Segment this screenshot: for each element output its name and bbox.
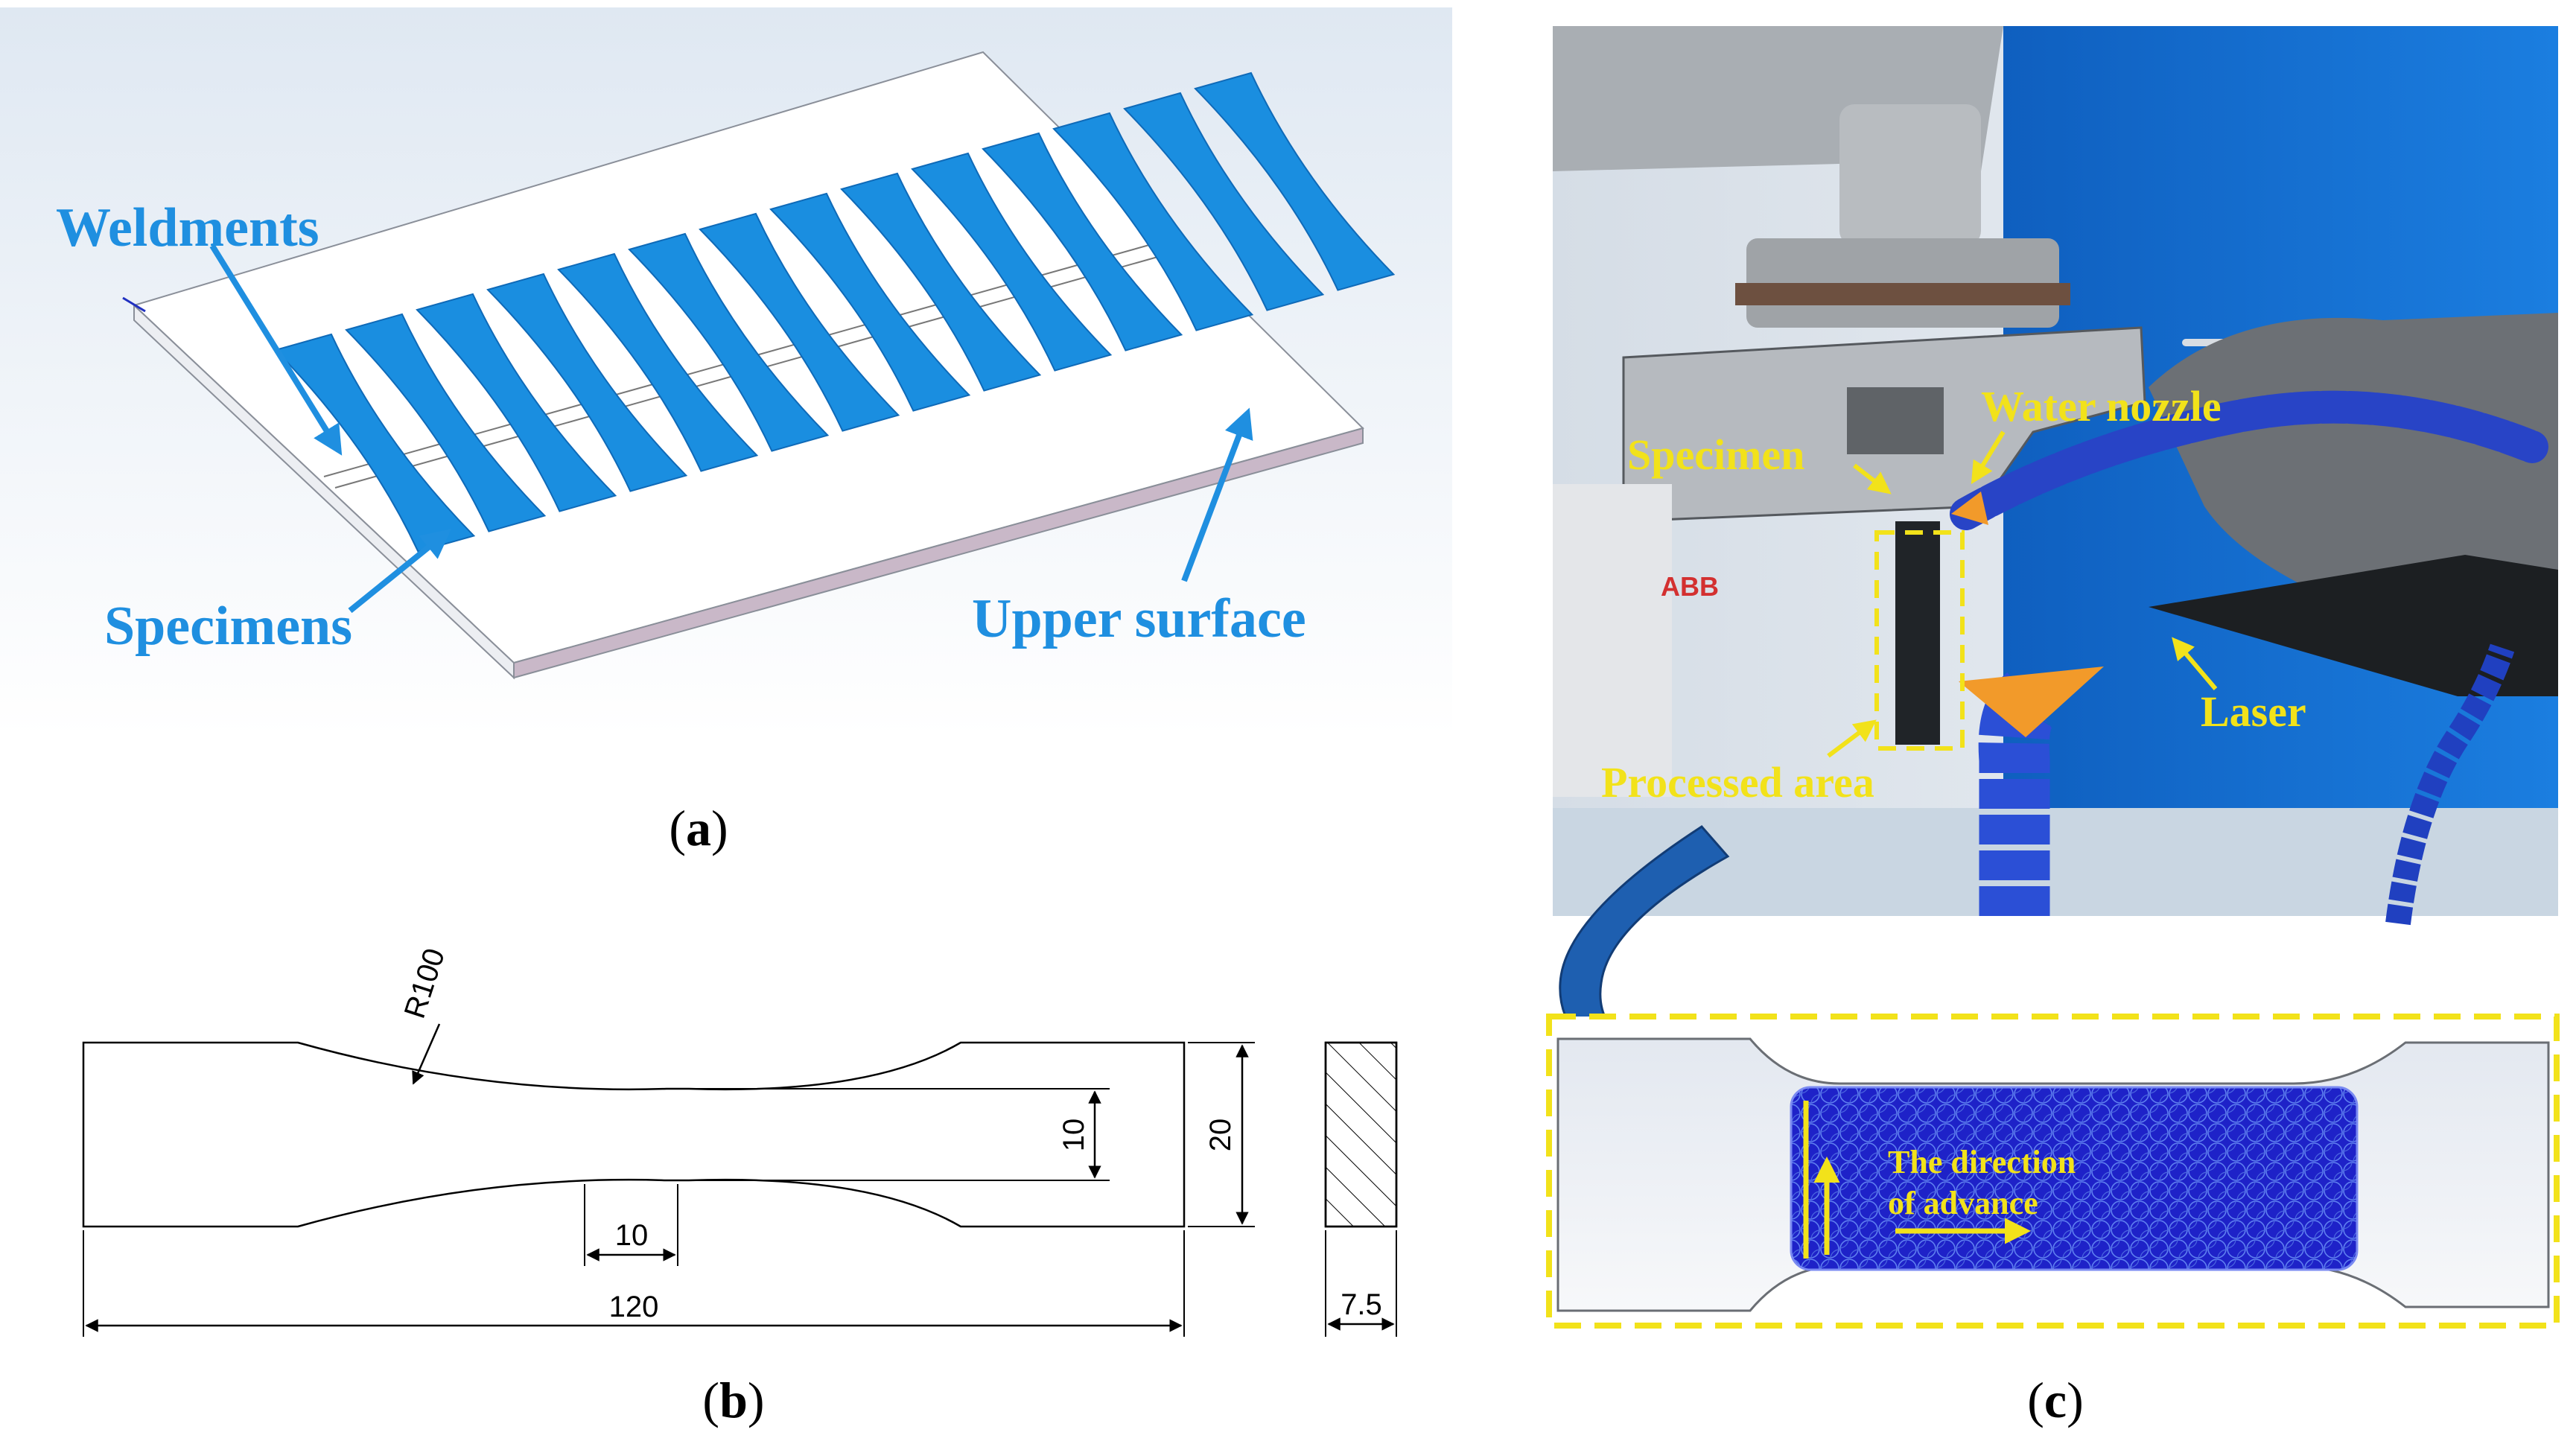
cross-section-hatched <box>1324 1041 1398 1228</box>
panel-c-photo: ABB Water nozzle Specimen Laser Processe… <box>1553 26 2558 926</box>
plate-left-edge <box>133 303 515 680</box>
specimen-12 <box>1052 112 1254 331</box>
radius-leader <box>412 1023 441 1085</box>
caption-b: (b) <box>702 1372 764 1428</box>
laser-arrow <box>2172 637 2218 690</box>
water-hose-upper <box>1950 390 2548 530</box>
total-length-label: 120 <box>609 1291 659 1323</box>
specimen-in-photo <box>1895 521 1940 745</box>
laser-nozzle <box>2149 555 2558 696</box>
processed-region <box>1790 1086 2359 1271</box>
specimen-arrow <box>1853 463 1892 494</box>
specimen-outline <box>82 1041 1186 1228</box>
panel-b <box>82 1023 1398 1337</box>
caption-c: (c) <box>2027 1372 2084 1428</box>
axis-marker <box>122 296 146 313</box>
specimen-9 <box>840 172 1042 392</box>
specimen-13 <box>1123 92 1325 311</box>
gauge-width-label: 10 <box>1058 1119 1090 1152</box>
specimen-label: Specimen <box>1627 430 1804 479</box>
direction-label-line1: The direction <box>1888 1144 2076 1180</box>
specimen-1 <box>274 333 476 553</box>
laser-label: Laser <box>2201 687 2306 736</box>
specimen-8 <box>769 192 971 412</box>
specimens-arrow <box>348 528 452 614</box>
robot-wrist <box>1839 104 1981 246</box>
laser-housing <box>2149 313 2558 611</box>
specimen-6 <box>628 232 830 452</box>
hose-right <box>2385 643 2515 926</box>
specimen-4 <box>486 273 688 492</box>
processed-area-arrow <box>1827 719 1877 758</box>
abb-robot-body <box>1553 484 1672 797</box>
clamp-jaw <box>1847 387 1944 454</box>
upper-surface-label: Upper surface <box>972 588 1306 649</box>
specimen-7 <box>699 212 900 432</box>
processed-area-label: Processed area <box>1601 758 1874 807</box>
thickness-label: 7.5 <box>1341 1288 1382 1321</box>
water-nozzle-tip <box>1951 492 1988 525</box>
specimen-5 <box>557 252 759 472</box>
caption-a: (a) <box>669 800 728 856</box>
weldments-arrow <box>209 244 343 456</box>
upper-surface-arrow <box>1181 407 1253 582</box>
specimen-11 <box>982 132 1183 351</box>
specimen-2 <box>345 313 547 532</box>
processed-area-box <box>1874 530 1965 751</box>
abb-logo: ABB <box>1661 571 1719 602</box>
gauge-length-label: 10 <box>615 1219 649 1252</box>
specimens-label: Specimens <box>104 596 352 657</box>
weldments-label: Weldments <box>56 197 319 258</box>
flange-ring <box>1735 283 2070 305</box>
panel-a: Weldments Specimens Upper surface (a) <box>0 7 1452 856</box>
specimen-3 <box>416 293 617 512</box>
total-width-label: 20 <box>1204 1119 1237 1152</box>
panel-c-detail: The direction of advance <box>1546 1014 2560 1329</box>
water-nozzle-label: Water nozzle <box>1981 382 2222 430</box>
specimen-14 <box>1194 71 1396 291</box>
specimen-10 <box>911 152 1113 372</box>
radius-label: R100 <box>398 944 451 1022</box>
specimens-group <box>274 71 1396 553</box>
direction-label-line2: of advance <box>1888 1185 2038 1221</box>
lower-nozzle <box>1959 667 2104 737</box>
water-nozzle-arrow <box>1971 430 2006 485</box>
cross-section-outline <box>1324 1041 1398 1228</box>
